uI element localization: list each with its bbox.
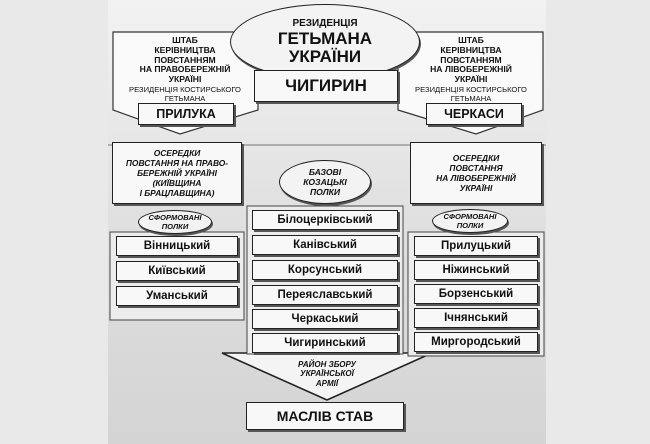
regiment-name: Чигиринський bbox=[284, 337, 366, 349]
right-hq-line: УКРАЇНІ bbox=[454, 74, 488, 85]
right-hq-line: ШТАБ bbox=[458, 35, 484, 45]
right-hq-text: ШТАБ КЕРІВНИЦТВА ПОВСТАННЯМ НА ЛІВОБЕРЕЖ… bbox=[400, 35, 542, 103]
regiment-name: Ніжинський bbox=[442, 264, 510, 276]
assembly-place: МАСЛІВ СТАВ bbox=[276, 408, 374, 424]
regiment-name: Канівський bbox=[293, 239, 357, 251]
left-centers-text: ОСЕРЕДКИ ПОВСТАННЯ НА ПРАВО- БЕРЕЖНІЙ УК… bbox=[126, 148, 228, 198]
left-hq-city: ПРИЛУКА bbox=[156, 107, 216, 121]
center-regiment-4: Переяславський bbox=[252, 285, 398, 305]
regiment-name: Білоцерківський bbox=[277, 214, 373, 226]
right-formed-badge: СФОРМОВАНІ ПОЛКИ bbox=[432, 209, 508, 233]
right-centers-line: УКРАЇНІ bbox=[459, 183, 493, 193]
right-regiment-4: Ічнянський bbox=[414, 308, 538, 328]
right-centers-line: ОСЕРЕДКИ bbox=[452, 153, 500, 163]
center-regiments-panel bbox=[246, 205, 404, 355]
center-regiment-6: Чигиринський bbox=[252, 333, 398, 353]
right-centers-box: ОСЕРЕДКИ ПОВСТАННЯ НА ЛІВОБЕРЕЖНІЙ УКРАЇ… bbox=[410, 142, 542, 204]
right-hq-city: ЧЕРКАСИ bbox=[444, 107, 504, 121]
left-centers-line: ПОВСТАННЯ НА ПРАВО- bbox=[125, 158, 229, 168]
residence-ellipse: РЕЗИДЕНЦІЯ ГЕТЬМАНА УКРАЇНИ bbox=[230, 4, 420, 80]
left-centers-line: ОСЕРЕДКИ bbox=[153, 148, 201, 158]
left-regiment-1: Вінницький bbox=[116, 236, 238, 256]
right-centers-line: ПОВСТАННЯ bbox=[449, 163, 503, 173]
left-formed-badge-line1: СФОРМОВАНІ bbox=[148, 213, 202, 222]
residence-city: ЧИГИРИН bbox=[285, 76, 367, 95]
left-centers-line: БЕРЕЖНІЙ УКРАЇНІ bbox=[137, 168, 217, 178]
base-regiments-badge: БАЗОВІ КОЗАЦЬКІ ПОЛКИ bbox=[279, 160, 371, 204]
residence-title-line1: ГЕТЬМАНА bbox=[277, 29, 373, 48]
left-formed-badge-line2: ПОЛКИ bbox=[161, 222, 189, 231]
regiment-name: Прилуцький bbox=[441, 240, 511, 252]
left-centers-line: (КИЇВЩИНА bbox=[152, 178, 202, 188]
center-regiment-3: Корсунський bbox=[252, 260, 398, 280]
right-centers-text: ОСЕРЕДКИ ПОВСТАННЯ НА ЛІВОБЕРЕЖНІЙ УКРАЇ… bbox=[436, 153, 516, 193]
right-formed-badge-line1: СФОРМОВАНІ bbox=[443, 212, 497, 221]
residence-title-line2: УКРАЇНИ bbox=[288, 47, 362, 66]
left-hq-line: ПОВСТАННЯМ bbox=[154, 54, 216, 65]
left-hq-subline: РЕЗИДЕНЦІЯ КОСТИРСЬКОГО bbox=[129, 84, 241, 94]
regiment-name: Корсунський bbox=[287, 264, 363, 276]
left-hq-text: ШТАБ КЕРІВНИЦТВА ПОВСТАННЯМ НА ПРАВОБЕРЕ… bbox=[114, 35, 256, 103]
right-hq-subline: РЕЗИДЕНЦІЯ КОСТИРСЬКОГО bbox=[415, 84, 527, 94]
assembly-area-text: РАЙОН ЗБОРУ УКРАЇНСЬКОЇ АРМІЇ bbox=[262, 360, 392, 388]
left-formed-badge: СФОРМОВАНІ ПОЛКИ bbox=[138, 210, 212, 234]
base-regiments-badge-line: КОЗАЦЬКІ bbox=[303, 177, 347, 187]
regiment-name: Київський bbox=[148, 265, 206, 277]
residence-label: РЕЗИДЕНЦІЯ bbox=[292, 18, 358, 29]
left-regiment-2: Київський bbox=[116, 261, 238, 281]
regiment-name: Миргородський bbox=[431, 336, 521, 348]
right-hq-line: НА ЛІВОБЕРЕЖНІЙ bbox=[430, 64, 512, 75]
assembly-area-line: УКРАЇНСЬКОЇ bbox=[300, 369, 354, 379]
regiment-name: Борзенський bbox=[438, 288, 514, 300]
left-hq-subline: ГЕТЬМАНА bbox=[164, 93, 206, 103]
left-centers-line: І БРАЦЛАВЩИНА) bbox=[139, 188, 215, 198]
right-regiment-5: Миргородський bbox=[414, 332, 538, 352]
assembly-place-box: МАСЛІВ СТАВ bbox=[246, 402, 404, 430]
assembly-area-line: АРМІЇ bbox=[315, 378, 339, 388]
right-hq-line: ПОВСТАННЯМ bbox=[440, 54, 502, 65]
base-regiments-badge-line: БАЗОВІ bbox=[308, 167, 342, 177]
left-centers-box: ОСЕРЕДКИ ПОВСТАННЯ НА ПРАВО- БЕРЕЖНІЙ УК… bbox=[112, 142, 242, 204]
left-hq-city-box: ПРИЛУКА bbox=[138, 103, 234, 125]
right-regiment-2: Ніжинський bbox=[414, 260, 538, 280]
regiment-name: Уманський bbox=[146, 290, 208, 302]
regiment-name: Ічнянський bbox=[444, 312, 508, 324]
right-hq-line: КЕРІВНИЦТВА bbox=[440, 44, 502, 55]
right-regiment-1: Прилуцький bbox=[414, 236, 538, 256]
right-hq-city-box: ЧЕРКАСИ bbox=[426, 103, 522, 125]
left-hq-line: КЕРІВНИЦТВА bbox=[154, 44, 216, 55]
center-regiment-5: Черкаський bbox=[252, 309, 398, 329]
center-regiment-1: Білоцерківський bbox=[252, 210, 398, 230]
center-regiment-2: Канівський bbox=[252, 235, 398, 255]
left-regiment-3: Уманський bbox=[116, 286, 238, 306]
left-hq-line: НА ПРАВОБЕРЕЖНІЙ bbox=[139, 64, 231, 75]
right-formed-badge-line2: ПОЛКИ bbox=[456, 221, 484, 230]
regiment-name: Вінницький bbox=[143, 240, 211, 252]
left-hq-line: ШТАБ bbox=[172, 35, 198, 45]
base-regiments-badge-line: ПОЛКИ bbox=[309, 187, 341, 197]
regiment-name: Переяславський bbox=[277, 289, 373, 301]
right-hq-subline: ГЕТЬМАНА bbox=[450, 93, 492, 103]
regiment-name: Черкаський bbox=[291, 313, 359, 325]
residence-city-box: ЧИГИРИН bbox=[254, 70, 398, 102]
assembly-area-line: РАЙОН ЗБОРУ bbox=[298, 360, 356, 369]
left-hq-line: УКРАЇНІ bbox=[168, 74, 202, 85]
right-centers-line: НА ЛІВОБЕРЕЖНІЙ bbox=[436, 173, 516, 183]
right-regiment-3: Борзенський bbox=[414, 284, 538, 304]
